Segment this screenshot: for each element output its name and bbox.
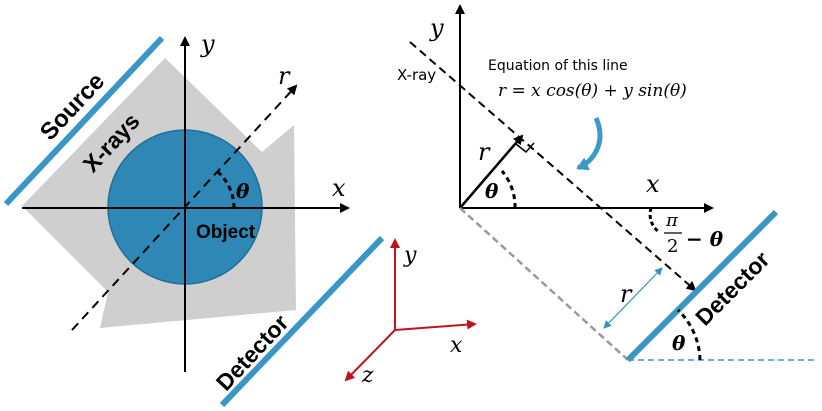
r-vector [459, 134, 524, 209]
right-theta-arc [500, 170, 517, 209]
pi-denominator: 2 [667, 236, 678, 257]
left-axis-x-label: x [332, 174, 346, 202]
detector-bar-right [625, 209, 779, 363]
pi-numerator: π [665, 210, 679, 231]
triad-x-label: x [450, 333, 463, 358]
equation-title: Equation of this line [488, 58, 628, 74]
guide-line [459, 207, 629, 361]
callout-arrow [576, 116, 603, 171]
detector-theta-label: θ [672, 331, 686, 355]
left-angle-label: θ [236, 179, 250, 203]
right-angle-marker [515, 142, 535, 154]
r-distance-arrow [603, 267, 663, 329]
equation-text: r = x cos(θ) + y sin(θ) [498, 81, 687, 101]
right-panel: y x X-ray Equation of this line r = x co… [397, 4, 816, 363]
pi-rest: − θ [686, 227, 724, 251]
left-axis-y-label: y [200, 30, 215, 58]
xray-label: X-ray [397, 66, 436, 84]
coordinate-triad: y x z [344, 238, 477, 388]
right-r-label: r [478, 138, 491, 166]
distance-r-label: r [620, 280, 633, 308]
triad-z-axis [344, 329, 396, 382]
right-theta-label: θ [485, 179, 499, 203]
right-axis-x-label: x [646, 170, 660, 198]
triad-y-label: y [403, 243, 417, 268]
triad-z-label: z [361, 363, 374, 388]
detector-bar-left [219, 235, 385, 408]
source-bar [3, 35, 165, 207]
left-panel: Source X-rays Object Detector y x r θ [3, 30, 385, 408]
complement-angle-arc [648, 207, 660, 234]
detector-label-left: Detector [211, 310, 294, 396]
detector-theta-arc [676, 308, 702, 361]
triad-x-axis [394, 319, 477, 331]
axis-r-line [71, 84, 298, 331]
object-label: Object [196, 222, 256, 243]
xray-line [409, 41, 697, 292]
left-axis-r-label: r [278, 62, 291, 90]
right-axis-y-label: y [429, 14, 444, 42]
angle-arc [216, 170, 236, 209]
